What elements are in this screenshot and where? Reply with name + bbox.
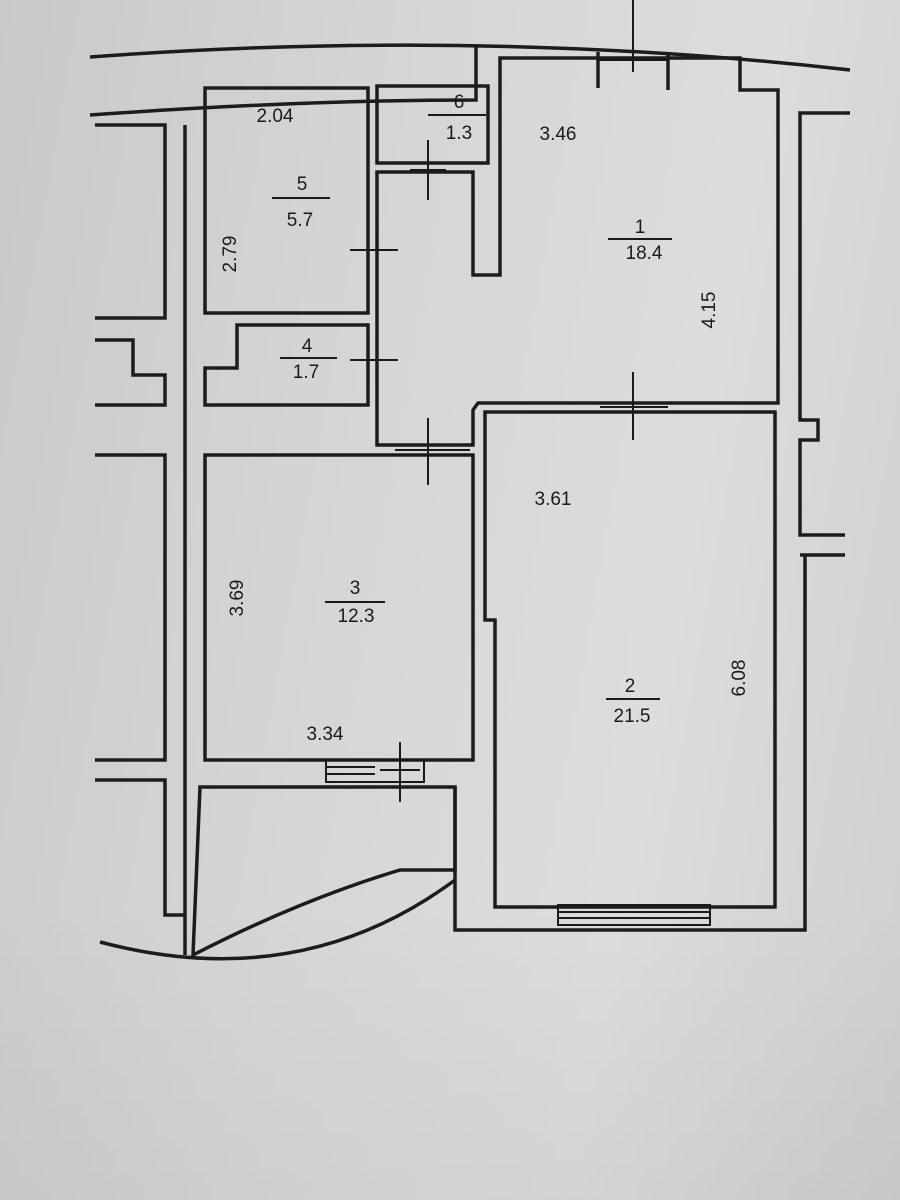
room-4-outline — [203, 323, 370, 407]
room-2-width: 3.61 — [535, 489, 572, 510]
balcony-outline — [191, 785, 457, 958]
room-2-outline — [483, 410, 777, 909]
room-2-number: 2 — [625, 676, 636, 697]
room-3-width: 3.34 — [307, 724, 344, 745]
room-5-outline — [203, 86, 370, 315]
room-5-area: 5.7 — [287, 210, 313, 231]
room-6-area: 1.3 — [446, 123, 472, 144]
room-4-number: 4 — [302, 336, 313, 357]
corridor-outline — [375, 56, 780, 447]
door-markers — [350, 0, 668, 802]
room-2-area: 21.5 — [614, 706, 651, 727]
room-3-length: 3.69 — [227, 580, 248, 617]
room-1-length: 4.15 — [699, 292, 720, 329]
balcony-door-room-3 — [325, 759, 425, 783]
exterior-wall-top-inner — [89, 45, 478, 117]
bottom-outer-wall — [453, 555, 807, 932]
room-5-number: 5 — [297, 174, 308, 195]
room-5-width: 2.04 — [257, 106, 294, 127]
left-wall — [95, 123, 187, 955]
right-outer-wall — [798, 111, 850, 557]
balcony-curve — [99, 878, 457, 961]
room-2-length: 6.08 — [729, 660, 750, 697]
room-4-area: 1.7 — [293, 362, 319, 383]
window-room-2 — [557, 904, 711, 926]
room-1-width: 3.46 — [540, 124, 577, 145]
room-3-area: 12.3 — [338, 606, 375, 627]
room-3-number: 3 — [350, 578, 361, 599]
room-5-length: 2.79 — [220, 236, 241, 273]
room-6-number: 6 — [454, 92, 465, 113]
room-6-outline — [375, 84, 490, 165]
room-1-number: 1 — [635, 217, 646, 238]
room-1-area: 18.4 — [626, 243, 663, 264]
